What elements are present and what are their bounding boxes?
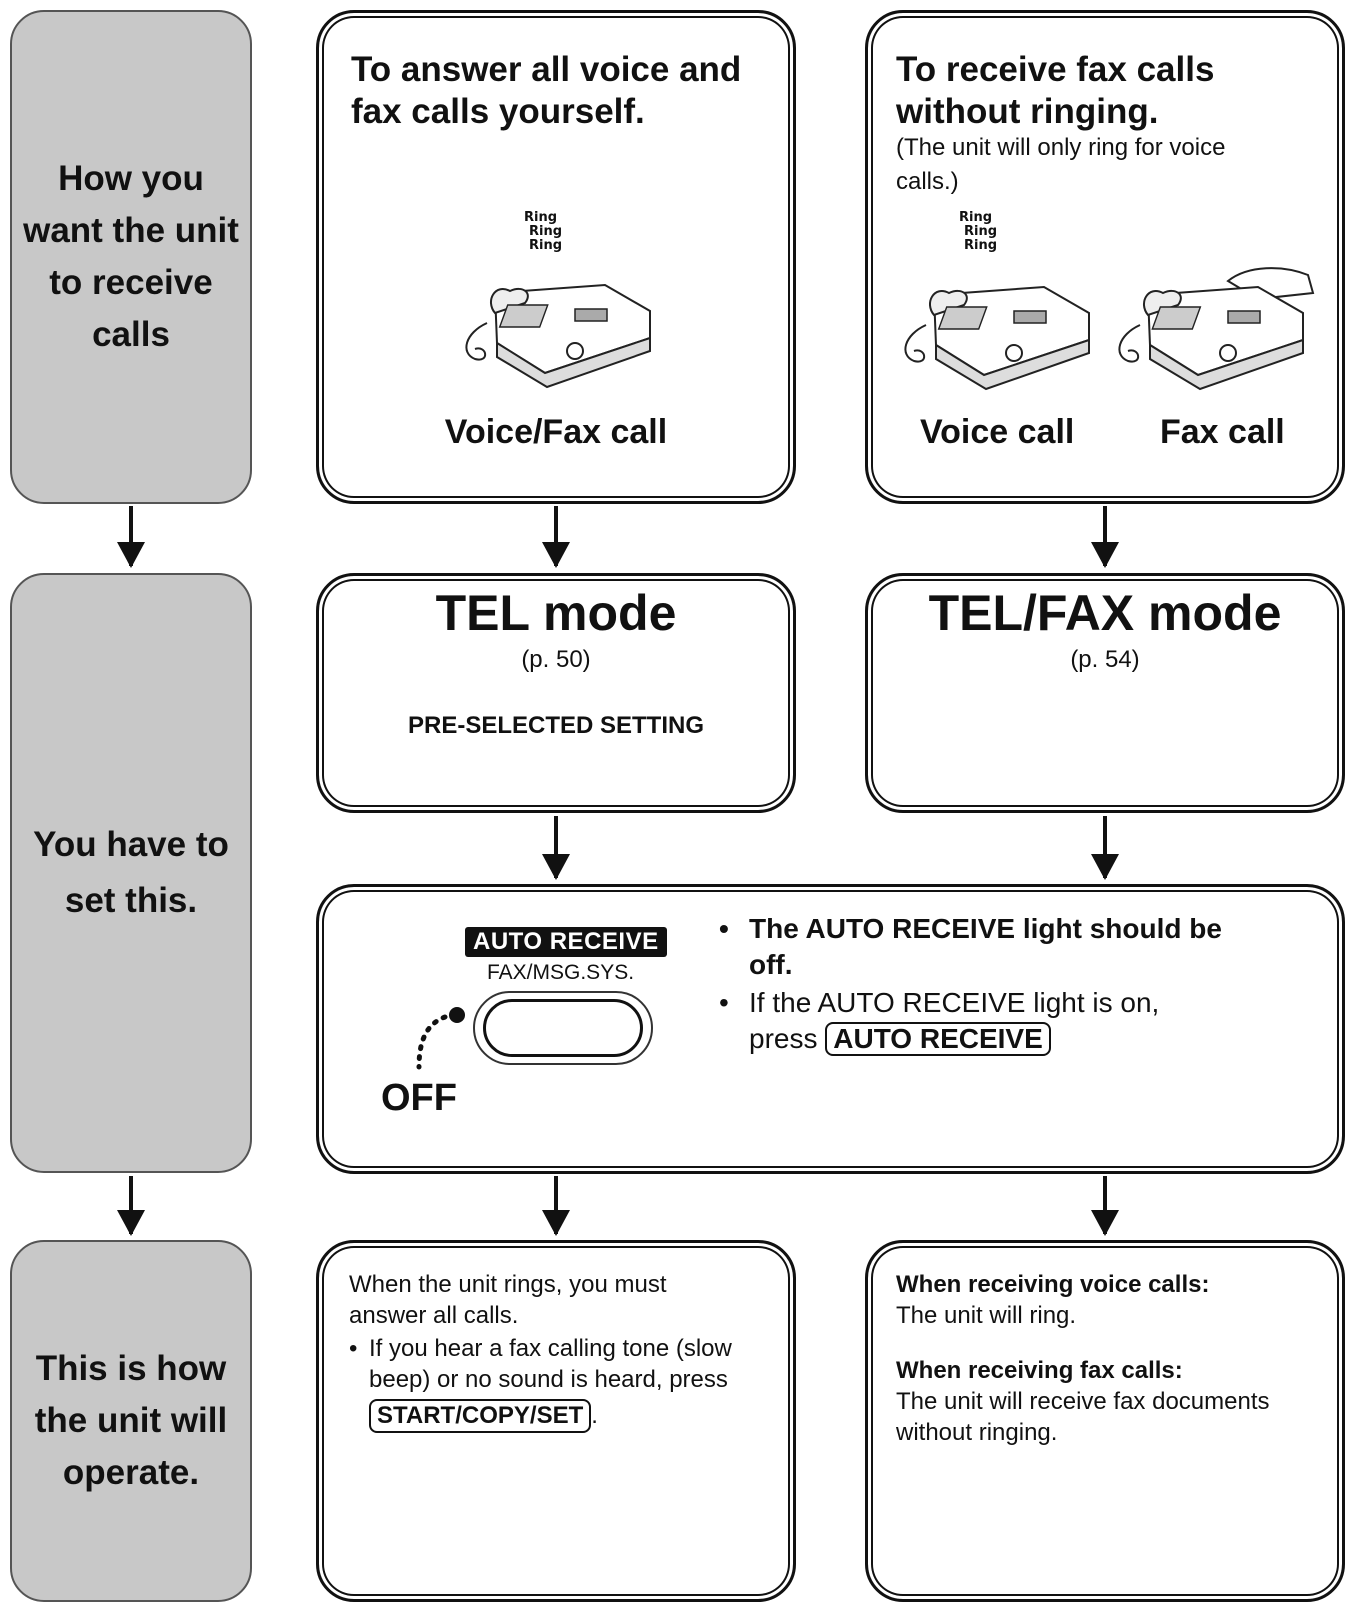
ring-word: Ring [529, 224, 563, 239]
page-reference: (p. 54) [1070, 646, 1140, 673]
tel-fax-mode-box: TEL/FAX mode (p. 54) [865, 573, 1345, 813]
preselected-label: PRE-SELECTED SETTING [407, 712, 705, 739]
ring-word: Ring [524, 210, 558, 225]
option-fax-no-ring: To receive fax calls without ringing. (T… [865, 10, 1345, 504]
arrow-down [542, 816, 570, 880]
auto-receive-box: AUTO RECEIVE FAX/MSG.SYS. OFF The AUTO R… [316, 884, 1345, 1174]
row-label-line: the unit will [34, 1401, 228, 1440]
fax-machine-icon [904, 285, 1090, 391]
option-answer-all: To answer all voice and fax calls yourse… [316, 10, 796, 504]
fax-machine-icon [465, 283, 651, 389]
heading-line: fax calls yourself. [351, 92, 645, 131]
ring-text: Ring Ring Ring [519, 211, 562, 253]
instruction-line: If the AUTO RECEIVE light is on, [749, 987, 1160, 1018]
mode-title: TEL/FAX mode [928, 585, 1282, 641]
row-label-line: calls [92, 315, 170, 354]
arrow-down [1091, 816, 1119, 880]
auto-receive-instructions: The AUTO RECEIVE light should be off. If… [719, 911, 1319, 1059]
instruction-line: off. [749, 949, 793, 980]
ring-word: Ring [964, 238, 998, 253]
ring-word: Ring [959, 210, 993, 225]
mode-title: TEL mode [435, 585, 677, 641]
row-label-line: set this. [64, 881, 198, 920]
heading-line: To answer all voice and [351, 50, 742, 89]
instruction-press: press [749, 1023, 818, 1054]
ring-word: Ring [529, 238, 563, 253]
operation-end: . [591, 1402, 598, 1429]
row-label-line: How you [58, 159, 204, 198]
instruction-line: The AUTO RECEIVE light should be [749, 913, 1222, 944]
row-label-line: This is how [35, 1349, 227, 1388]
arrow-down [1091, 506, 1119, 568]
row-label-set: You have to set this. [10, 573, 252, 1173]
note-line: calls.) [896, 168, 959, 195]
operation-subtitle: When receiving fax calls: [896, 1357, 1183, 1384]
arrow-down [117, 506, 145, 568]
page-reference: (p. 50) [521, 646, 591, 673]
arrow-down [542, 506, 570, 568]
row-label-line: operate. [62, 1453, 200, 1492]
instruction-item: If the AUTO RECEIVE light is on, press A… [719, 985, 1319, 1057]
fax-call-caption: Fax call [1160, 413, 1285, 451]
arrow-down [542, 1176, 570, 1236]
ring-word: Ring [964, 224, 998, 239]
row-label-line: want the unit [23, 211, 239, 250]
row-label-line: to receive [49, 263, 213, 302]
auto-receive-sublabel: FAX/MSG.SYS. [487, 961, 635, 984]
operation-text: When the unit rings, you must answer all… [349, 1269, 779, 1433]
operation-subtitle: When receiving voice calls: [896, 1271, 1210, 1298]
operation-bullet: • If you hear a fax calling tone (slow b… [349, 1333, 779, 1433]
light-state-label: OFF [381, 1077, 457, 1119]
row-label-receive: How you want the unit to receive calls [10, 10, 252, 504]
auto-receive-button[interactable] [473, 991, 653, 1065]
option-heading: To receive fax calls without ringing. [896, 49, 1214, 133]
row-label-line: You have to [33, 825, 229, 864]
tel-fax-mode-operation: When receiving voice calls: The unit wil… [865, 1240, 1345, 1602]
operation-line: If you hear a fax calling tone (slow [369, 1335, 732, 1362]
fax-machine-receiving-icon [1118, 267, 1315, 391]
operation-line: The unit will ring. [896, 1302, 1077, 1329]
auto-receive-label: AUTO RECEIVE [465, 927, 667, 957]
note-line: (The unit will only ring for voice [896, 134, 1226, 161]
ring-text: Ring Ring Ring [954, 211, 997, 253]
operation-line: The unit will receive fax documents [896, 1388, 1270, 1415]
tel-mode-operation: When the unit rings, you must answer all… [316, 1240, 796, 1602]
row-label-operate: This is how the unit will operate. [10, 1240, 252, 1602]
voice-call-caption: Voice call [920, 413, 1075, 451]
operation-line: When the unit rings, you must [349, 1271, 667, 1298]
arrow-down [1091, 1176, 1119, 1236]
operation-text: When receiving voice calls: The unit wil… [896, 1269, 1336, 1448]
operation-line: answer all calls. [349, 1302, 519, 1329]
call-type-caption: Voice/Fax call [444, 413, 668, 451]
auto-receive-key: AUTO RECEIVE [825, 1022, 1051, 1056]
instruction-item: The AUTO RECEIVE light should be off. [719, 911, 1319, 983]
tel-mode-box: TEL mode (p. 50) PRE-SELECTED SETTING [316, 573, 796, 813]
heading-line: To receive fax calls [896, 50, 1215, 89]
arrow-down [117, 1176, 145, 1236]
option-note: (The unit will only ring for voice calls… [896, 131, 1225, 199]
start-copy-set-key: START/COPY/SET [369, 1399, 592, 1433]
operation-line: beep) or no sound is heard, press [369, 1366, 728, 1393]
indicator-light-icon [416, 1007, 465, 1070]
operation-line: without ringing. [896, 1419, 1058, 1446]
auto-receive-button-face [483, 999, 643, 1057]
option-heading: To answer all voice and fax calls yourse… [351, 49, 741, 133]
heading-line: without ringing. [896, 92, 1159, 131]
